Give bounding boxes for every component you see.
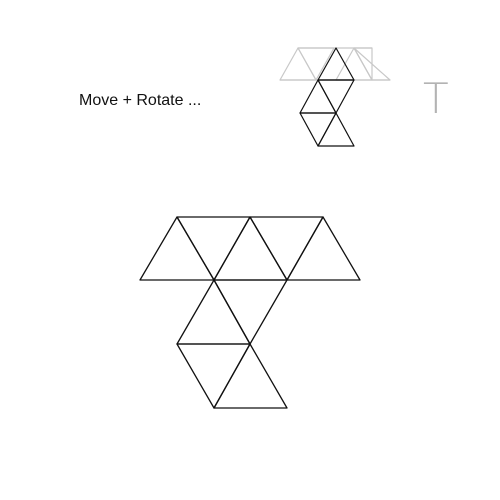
piece-triangle[interactable] [176,279,251,345]
piece-triangle[interactable] [249,216,324,281]
piece-triangle[interactable] [213,279,288,345]
instruction-text: Move + Rotate ... [79,92,202,109]
piece-triangle[interactable] [213,216,288,281]
piece-triangle[interactable] [213,343,288,409]
target-letter: T [423,74,449,123]
piece-triangle[interactable] [286,216,361,281]
piece-triangle[interactable] [176,343,251,409]
piece-triangle[interactable] [176,216,251,281]
piece-triangle[interactable] [139,216,215,281]
preview-triangle [317,112,355,147]
